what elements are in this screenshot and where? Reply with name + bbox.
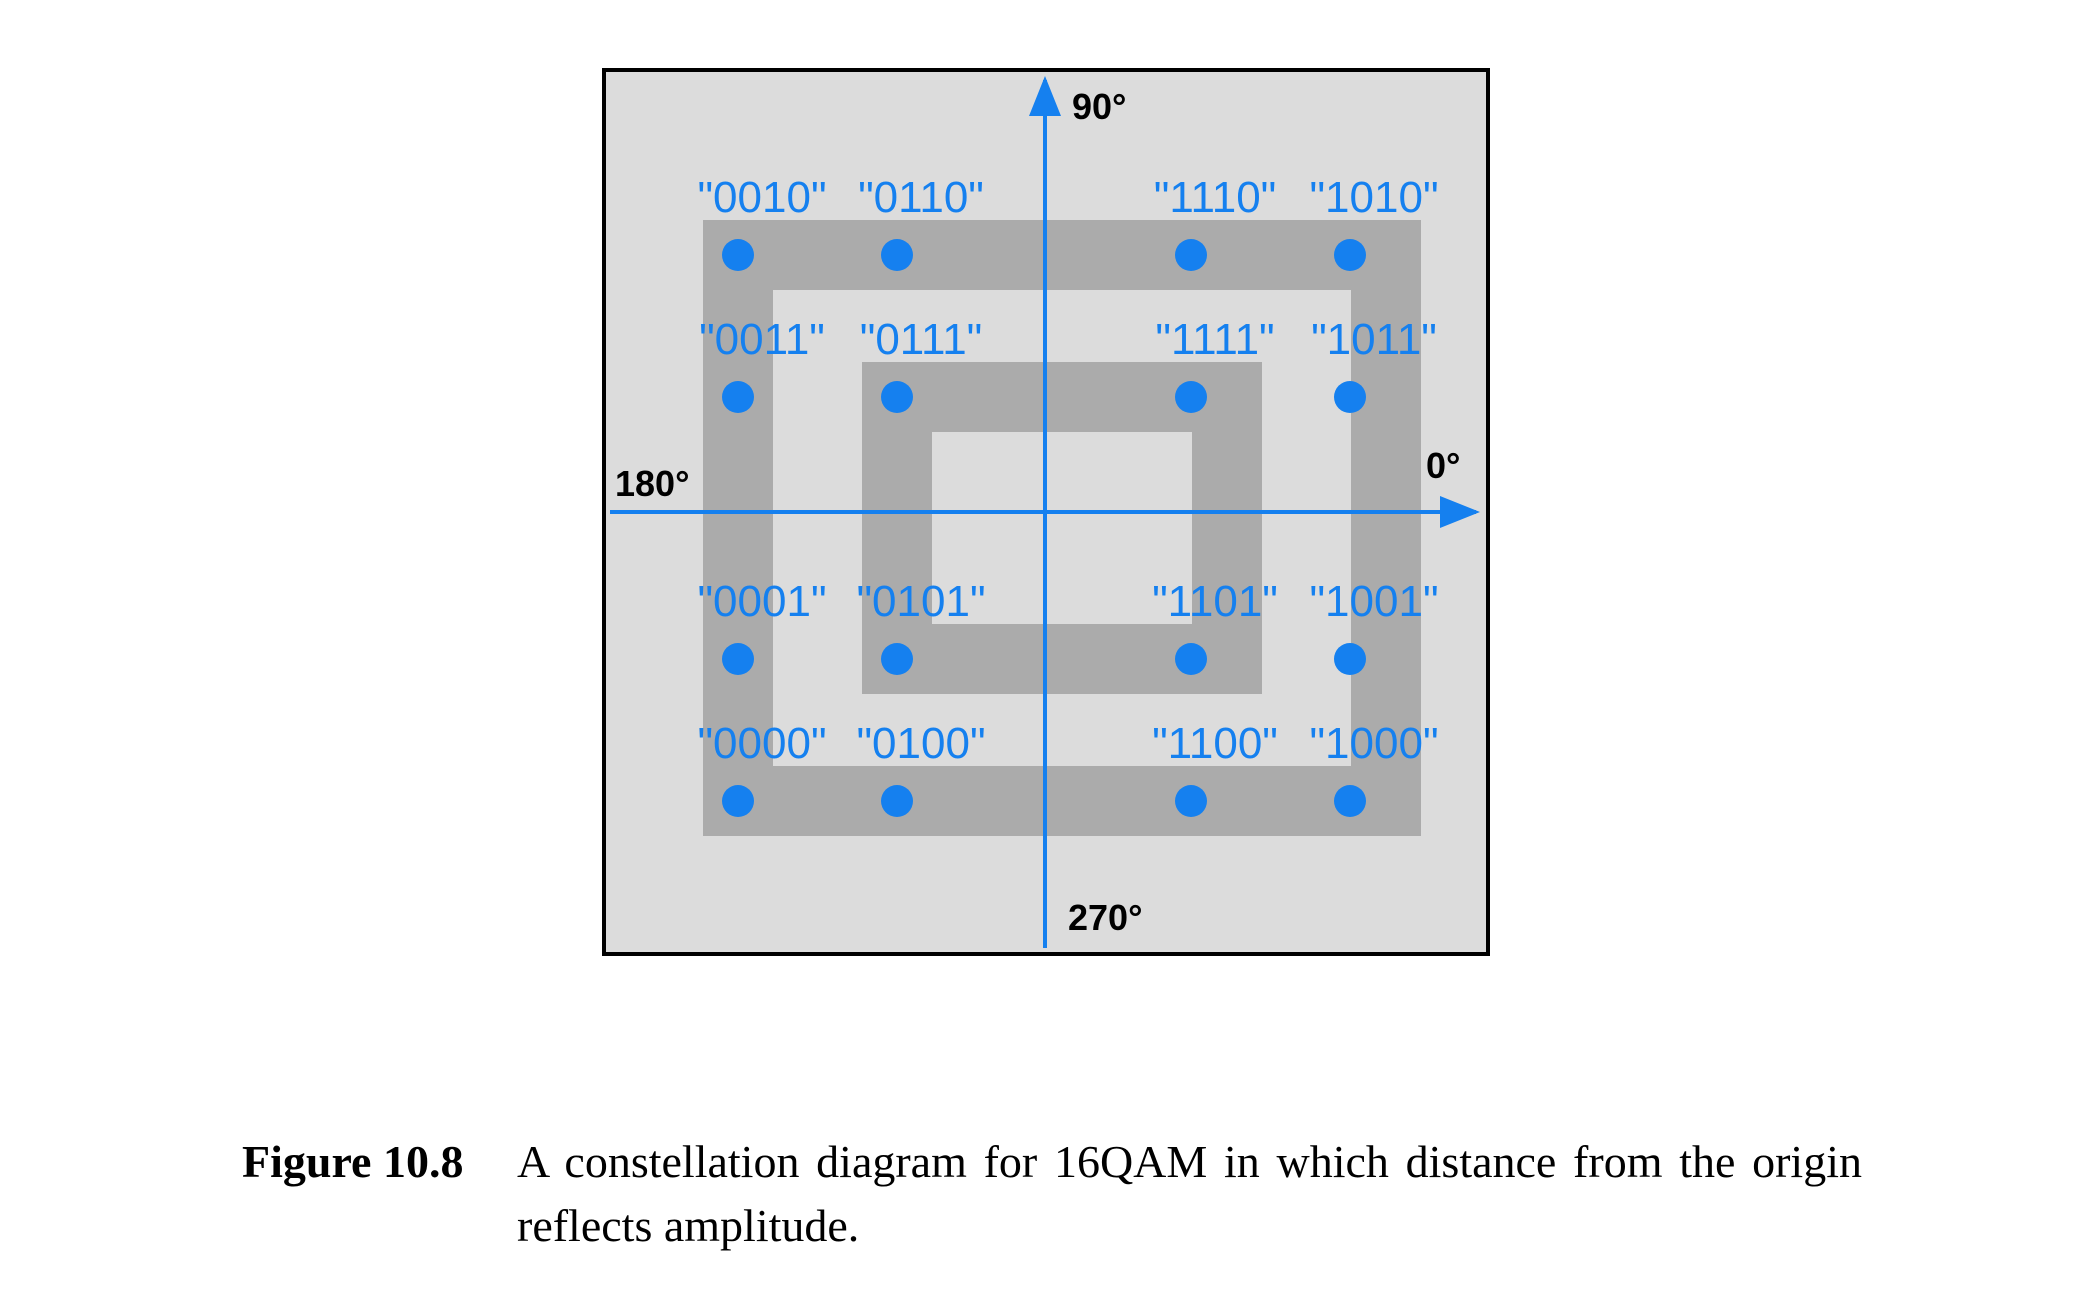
point-code-label: "1100" (1152, 719, 1278, 768)
constellation-points: "0010" "0110" "1110" "1010" "0011" "0111" "111… (697, 173, 1439, 817)
point-code-label: "1110" (1154, 173, 1277, 222)
point-code-label: "0010" (697, 173, 826, 222)
constellation-point (1175, 643, 1207, 675)
constellation-point (1175, 239, 1207, 271)
figure-caption: Figure 10.8 A constellation diagram for … (242, 1130, 1862, 1258)
constellation-point (881, 643, 913, 675)
constellation-point (1175, 381, 1207, 413)
point-code-label: "1111" (1155, 315, 1274, 364)
constellation-point (1334, 381, 1366, 413)
constellation-point (722, 643, 754, 675)
constellation-point (722, 239, 754, 271)
caption-text: A constellation diagram for 16QAM in whi… (517, 1136, 1862, 1251)
constellation-point (881, 381, 913, 413)
point-code-label: "1010" (1309, 173, 1438, 222)
point-code-label: "0110" (858, 173, 984, 222)
axis-label-90: 90° (1072, 86, 1126, 127)
point-code-label: "0100" (856, 719, 985, 768)
point-code-label: "0001" (697, 577, 826, 626)
axis-label-0: 0° (1426, 445, 1460, 486)
inner-amplitude-ring (862, 362, 1262, 694)
constellation-point (1334, 239, 1366, 271)
point-code-label: "0011" (699, 315, 825, 364)
constellation-diagram: 90° 0° 180° 270° "0010" "0110" "1110" "1010… (602, 68, 1490, 956)
point-code-label: "1001" (1309, 577, 1438, 626)
point-code-label: "0111" (860, 315, 983, 364)
constellation-point (881, 239, 913, 271)
constellation-point (722, 785, 754, 817)
outer-amplitude-ring (703, 220, 1421, 836)
axis-label-270: 270° (1068, 897, 1142, 938)
caption-number: Figure 10.8 (242, 1136, 464, 1187)
axis-label-180: 180° (615, 463, 689, 504)
constellation-point (722, 381, 754, 413)
point-code-label: "0000" (697, 719, 826, 768)
constellation-point (1334, 643, 1366, 675)
point-code-label: "1000" (1309, 719, 1438, 768)
point-code-label: "1101" (1152, 577, 1278, 626)
constellation-point (1334, 785, 1366, 817)
point-code-label: "0101" (856, 577, 985, 626)
constellation-point (1175, 785, 1207, 817)
constellation-point (881, 785, 913, 817)
point-code-label: "1011" (1311, 315, 1437, 364)
